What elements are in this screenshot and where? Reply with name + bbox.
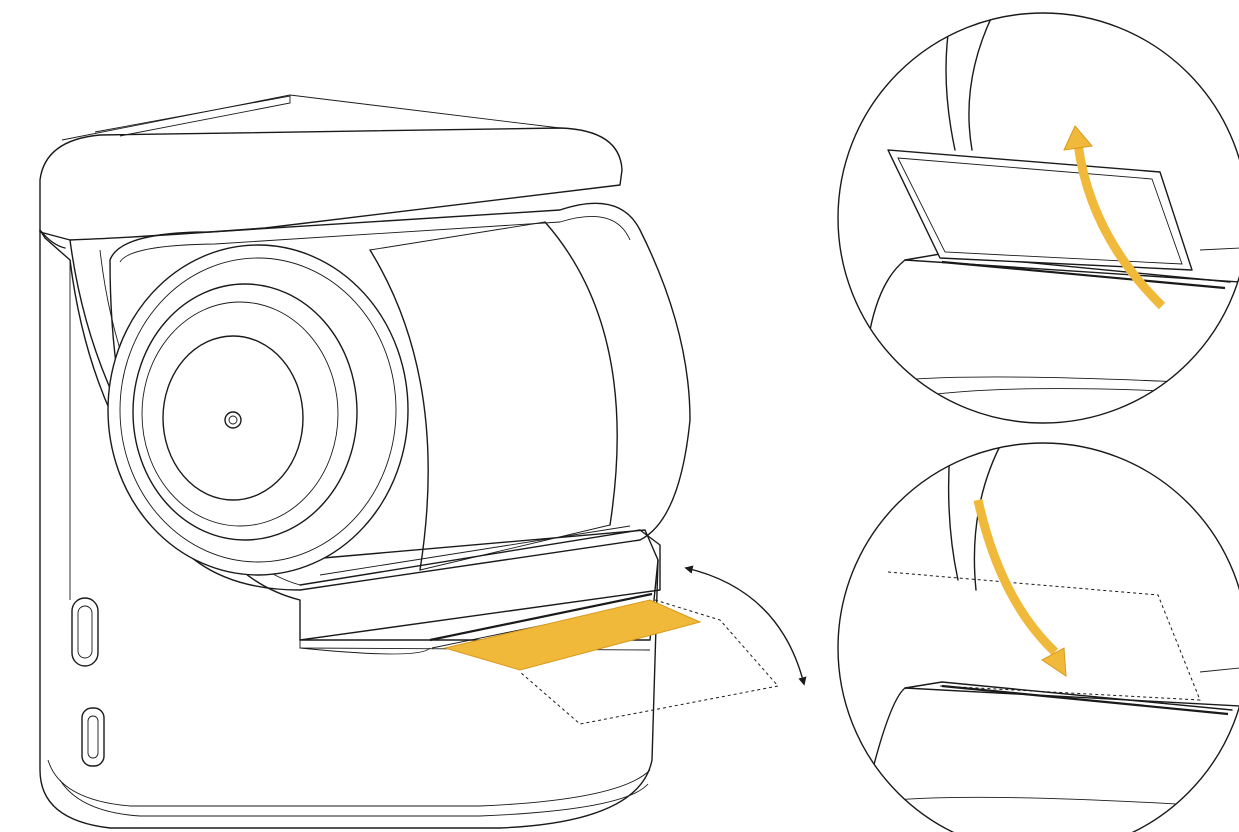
detail-peel-icon xyxy=(837,12,1239,424)
usb-c-port-icon xyxy=(81,707,105,767)
swing-arrow-icon xyxy=(684,565,807,686)
detail-reapply-icon xyxy=(837,442,1239,832)
camera-device-icon xyxy=(39,94,691,829)
lens-icon xyxy=(107,244,409,576)
power-button-icon xyxy=(71,597,99,667)
